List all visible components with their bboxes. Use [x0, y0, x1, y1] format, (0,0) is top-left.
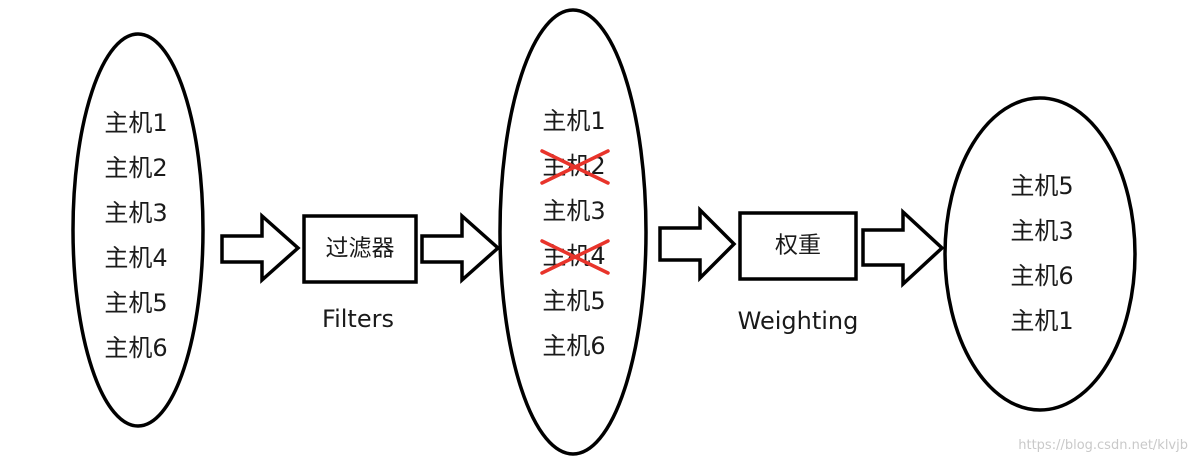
weighted-host-item: 主机6 [1010, 262, 1073, 290]
arrow-to-weighted-hosts [861, 208, 945, 288]
input-host-item: 主机1 [104, 109, 167, 137]
input-hosts-group: 主机1 主机2 主机3 主机4 主机5 主机6 [71, 32, 205, 428]
filtered-host-item: 主机3 [542, 197, 605, 225]
weight-box [738, 211, 858, 281]
filtered-host-item: 主机1 [542, 107, 605, 135]
input-host-item: 主机6 [104, 334, 167, 362]
input-host-item: 主机3 [104, 199, 167, 227]
filtered-hosts-ellipse [498, 8, 648, 456]
weighting-caption: Weighting [738, 307, 859, 335]
weighted-hosts-list: 主机5 主机3 主机6 主机1 [1010, 172, 1073, 335]
weighting-stage: 权重 Weighting [738, 211, 859, 335]
arrow-to-filtered-hosts [420, 212, 501, 284]
input-hosts-list: 主机1 主机2 主机3 主机4 主机5 主机6 [104, 109, 167, 362]
filtered-host-item: 主机6 [542, 332, 605, 360]
filter-box-label: 过滤器 [326, 236, 395, 262]
weighted-hosts-group: 主机5 主机3 主机6 主机1 [943, 96, 1137, 412]
filter-stage: 过滤器 Filters [302, 214, 418, 333]
removed-cross-mark [540, 239, 610, 275]
arrow-to-weighting [658, 205, 737, 283]
input-host-item: 主机2 [104, 154, 167, 182]
input-host-item: 主机5 [104, 289, 167, 317]
cross-stroke [540, 239, 610, 275]
input-hosts-ellipse [71, 32, 205, 428]
weighted-host-item: 主机3 [1010, 217, 1073, 245]
weighted-host-item: 主机1 [1010, 307, 1073, 335]
filtered-host-item: 主机5 [542, 287, 605, 315]
watermark-text: https://blog.csdn.net/klvjb [1018, 438, 1188, 453]
arrow-to-filter [220, 212, 301, 284]
cross-stroke [540, 149, 610, 185]
filter-box [302, 214, 418, 284]
input-host-item: 主机4 [104, 244, 167, 272]
weighted-hosts-ellipse [943, 96, 1137, 412]
weighted-host-item: 主机5 [1010, 172, 1073, 200]
filter-caption: Filters [322, 305, 394, 333]
weight-box-label: 权重 [775, 233, 821, 259]
removed-cross-mark [540, 149, 610, 185]
